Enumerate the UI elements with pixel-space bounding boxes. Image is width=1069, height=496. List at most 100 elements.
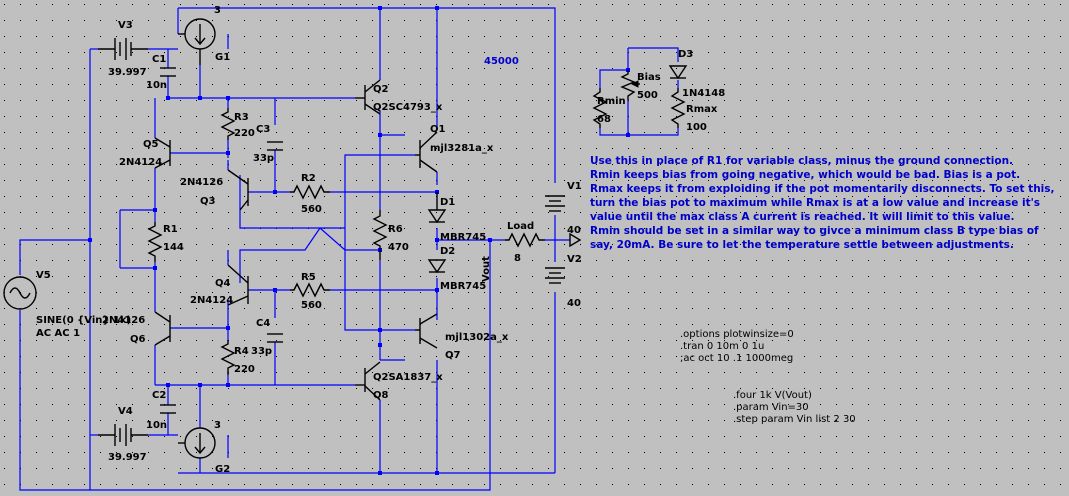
v5-symbol[interactable]	[3, 276, 37, 310]
g1-name: G1	[215, 52, 230, 63]
bias-value: 500	[637, 90, 658, 101]
v1-symbol[interactable]	[545, 195, 565, 212]
rmax-name: Rmax	[686, 104, 718, 115]
comment-block: Use this in place of R1 for variable cla…	[590, 155, 1055, 251]
q6-symbol[interactable]	[154, 311, 171, 346]
g2-name: G2	[215, 464, 230, 475]
q8-value: Q2SA1837_x	[373, 372, 443, 383]
directive-line: ;ac oct 10 .1 1000meg	[680, 353, 793, 364]
c3-symbol[interactable]	[267, 141, 283, 151]
vout-flag	[569, 232, 582, 248]
q1-value: mjl3281a_x	[430, 143, 494, 154]
bias-name: Bias	[637, 72, 661, 83]
q3-name: Q3	[200, 196, 216, 207]
d1-name: D1	[440, 197, 455, 208]
c4-symbol[interactable]	[267, 333, 283, 343]
q1-symbol[interactable]	[415, 131, 438, 173]
q3-value: 2N4126	[180, 177, 223, 188]
v3-name: V3	[118, 20, 133, 31]
g1-value: 3	[214, 5, 221, 16]
c1-name: C1	[152, 54, 166, 65]
v1-value: 40	[567, 225, 581, 236]
g1-symbol[interactable]	[178, 18, 216, 65]
q2-value: Q2SC4793_x	[373, 102, 443, 113]
c1-value: 10n	[146, 80, 167, 91]
directive-line: .param Vin=30	[733, 402, 809, 413]
v3-symbol[interactable]	[98, 38, 148, 60]
c2-symbol[interactable]	[160, 404, 176, 414]
q4-name: Q4	[215, 278, 231, 289]
rmin-name: Rmin	[597, 96, 626, 107]
marker-45000: 45000	[484, 56, 519, 67]
q3-symbol[interactable]	[227, 169, 249, 211]
q5-symbol[interactable]	[154, 137, 171, 169]
r5-name: R5	[301, 272, 316, 283]
r6-symbol[interactable]	[372, 210, 388, 260]
q8-symbol[interactable]	[355, 361, 381, 401]
spice-directives-1: .options plotwinsize=0 .tran 0 10m 0 1u …	[680, 329, 794, 364]
v2-name: V2	[567, 254, 582, 265]
spice-directives-2: .four 1k V(Vout) .param Vin=30 .step par…	[733, 390, 856, 425]
r1-value: 144	[163, 242, 184, 253]
r4-value: 220	[234, 364, 255, 375]
rmin-symbol[interactable]	[592, 88, 608, 128]
r2-symbol[interactable]	[290, 184, 330, 200]
r4-symbol[interactable]	[220, 340, 236, 375]
directive-line: .options plotwinsize=0	[680, 329, 794, 340]
q7-value: mjl1302a_x	[445, 332, 509, 343]
g2-symbol[interactable]	[178, 427, 216, 459]
q5-name: Q5	[143, 139, 159, 150]
r1-symbol[interactable]	[147, 222, 163, 262]
v2-symbol[interactable]	[545, 267, 565, 284]
r5-value: 560	[301, 300, 322, 311]
q5-value: 2N4124	[119, 157, 162, 168]
v2-value: 40	[567, 298, 581, 309]
v5-value1: SINE(0 {Vin} 1k)	[36, 315, 131, 326]
g2-value: 3	[214, 420, 221, 431]
rmax-value: 100	[686, 122, 707, 133]
note-line: Use this in place of R1 for variable cla…	[590, 155, 1013, 167]
d3-value: 1N4148	[682, 88, 725, 99]
r3-symbol[interactable]	[220, 108, 236, 140]
c4-value: 33p	[251, 346, 272, 357]
component-labels: V3 39.997 C1 10n 3 G1 R3 220 C3 33p Q5 2…	[36, 5, 725, 475]
q7-symbol[interactable]	[415, 313, 438, 349]
q2-symbol[interactable]	[355, 79, 381, 115]
q7-name: Q7	[445, 350, 461, 361]
d1-symbol[interactable]	[427, 192, 447, 224]
d2-symbol[interactable]	[427, 259, 447, 274]
r6-name: R6	[388, 224, 403, 235]
note-line: say, 20mA. Be sure to let the temperatur…	[590, 239, 1014, 251]
r5-symbol[interactable]	[290, 282, 330, 298]
load-value: 8	[514, 253, 521, 264]
load-symbol[interactable]	[505, 232, 545, 248]
q6-name: Q6	[130, 334, 146, 345]
v4-name: V4	[118, 406, 133, 417]
q4-value: 2N4124	[190, 295, 233, 306]
rmin-value: 68	[597, 114, 611, 125]
c4-name: C4	[256, 318, 270, 329]
q4-symbol[interactable]	[227, 264, 249, 306]
v5-name: V5	[36, 270, 51, 281]
rmax-symbol[interactable]	[670, 88, 686, 128]
c2-name: C2	[152, 390, 166, 401]
load-name: Load	[507, 221, 534, 232]
note-line: Rmin should be set in a similar way to g…	[590, 225, 1039, 237]
c2-value: 10n	[146, 420, 167, 431]
r1-name: R1	[163, 224, 178, 235]
d3-symbol[interactable]	[668, 65, 688, 80]
d2-name: D2	[440, 246, 455, 257]
c1-symbol[interactable]	[160, 67, 176, 77]
note-line: Rmax keeps it from exploiding if the pot…	[590, 183, 1055, 195]
r2-value: 560	[301, 204, 322, 215]
r6-value: 470	[388, 242, 409, 253]
bias-symbol[interactable]	[620, 70, 640, 100]
directive-line: .step param Vin list 2 30	[733, 414, 856, 425]
v4-symbol[interactable]	[98, 424, 148, 446]
directive-line: .tran 0 10m 0 1u	[680, 341, 764, 352]
note-line: value until the max class A current is r…	[590, 211, 1015, 223]
r3-name: R3	[234, 112, 249, 123]
r4-name: R4	[234, 346, 249, 357]
